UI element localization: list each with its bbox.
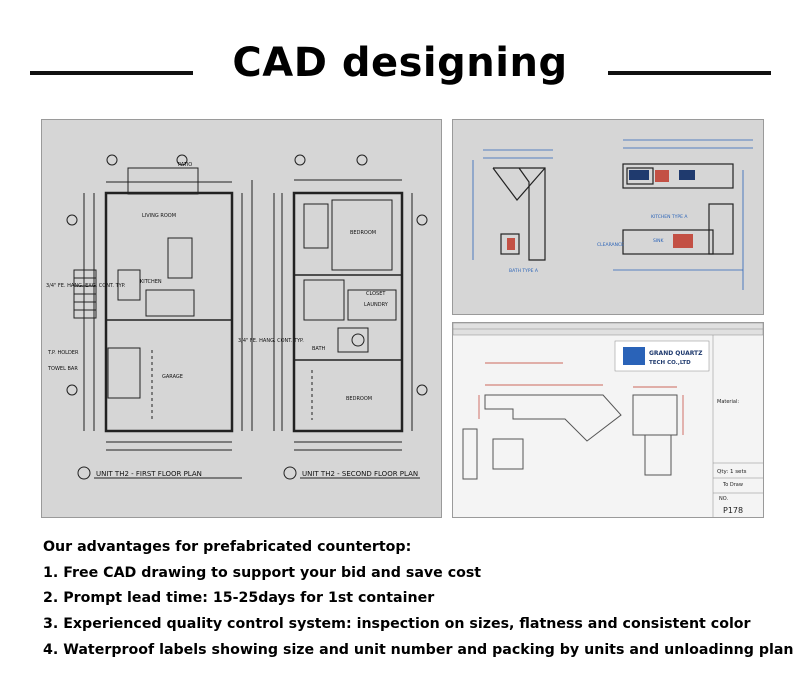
right-title-rule [608, 71, 771, 75]
room-label-patio: PATIO [178, 162, 192, 168]
material-label: Material: [717, 399, 739, 405]
floor-plan-drawing: PATIO LIVING ROOM KITCHEN GARAGE 3/4" FE… [46, 154, 428, 480]
note-hanger: 3/4" FE. HANG. EXG. CONT. TYP. [46, 283, 126, 289]
room-label-closet: CLOSET [366, 291, 386, 297]
page-title: CAD designing [232, 40, 568, 86]
advantage-item-3: 3. Experienced quality control system: i… [43, 616, 751, 632]
kitchen-type-label: KITCHEN TYPE A [651, 214, 688, 220]
floor-plan-panel: PATIO LIVING ROOM KITCHEN GARAGE 3/4" FE… [41, 119, 442, 518]
advantage-item-2: 2. Prompt lead time: 15-25days for 1st c… [43, 590, 435, 606]
to-draw-label: To Draw [722, 482, 743, 488]
advantages-heading: Our advantages for prefabricated counter… [43, 539, 412, 555]
kitchen-layout-drawing: BATH TYPE A KITCHEN TYPE A CLEARANCE SIN… [472, 139, 753, 290]
no-label: NO. [719, 496, 728, 502]
drawing-number: P178 [723, 506, 743, 515]
bath-type-label: BATH TYPE A [509, 268, 539, 274]
company-sub: TECH CO.,LTD [649, 360, 691, 366]
room-label-garage: GARAGE [162, 374, 183, 380]
second-floor-caption: UNIT TH2 - SECOND FLOOR PLAN [302, 470, 418, 478]
kitchen-layout-panel: BATH TYPE A KITCHEN TYPE A CLEARANCE SIN… [452, 119, 764, 315]
first-floor-caption: UNIT TH2 - FIRST FLOOR PLAN [96, 470, 202, 478]
shop-drawing-panel: GRAND QUARTZ TECH CO.,LTD Material: Qty:… [452, 322, 764, 518]
note-second-hanger: 3/4" FE. HANG. CONT. TYP. [238, 338, 304, 344]
advantage-item-1: 1. Free CAD drawing to support your bid … [43, 565, 482, 581]
company-logo-icon [623, 347, 645, 365]
note-towel-bar: TOWEL BAR [47, 366, 78, 372]
room-label-bedroom-1: BEDROOM [350, 230, 376, 236]
company-name: GRAND QUARTZ [649, 350, 703, 357]
room-label-bedroom-2: BEDROOM [346, 396, 372, 402]
sink-label: SINK [653, 238, 665, 244]
advantage-item-4: 4. Waterproof labels showing size and un… [43, 642, 794, 658]
qty-label: Qty: 1 sets [717, 469, 747, 475]
room-label-kitchen: KITCHEN [140, 279, 162, 285]
shop-drawing: GRAND QUARTZ TECH CO.,LTD Material: Qty:… [453, 323, 763, 517]
room-label-living-room: LIVING ROOM [142, 213, 176, 219]
room-label-laundry: LAUNDRY [364, 302, 389, 308]
left-title-rule [30, 71, 193, 75]
note-tp-holder: T.P. HOLDER [47, 350, 79, 356]
clearance-label: CLEARANCE [597, 242, 624, 248]
room-label-bath: BATH [312, 346, 326, 352]
